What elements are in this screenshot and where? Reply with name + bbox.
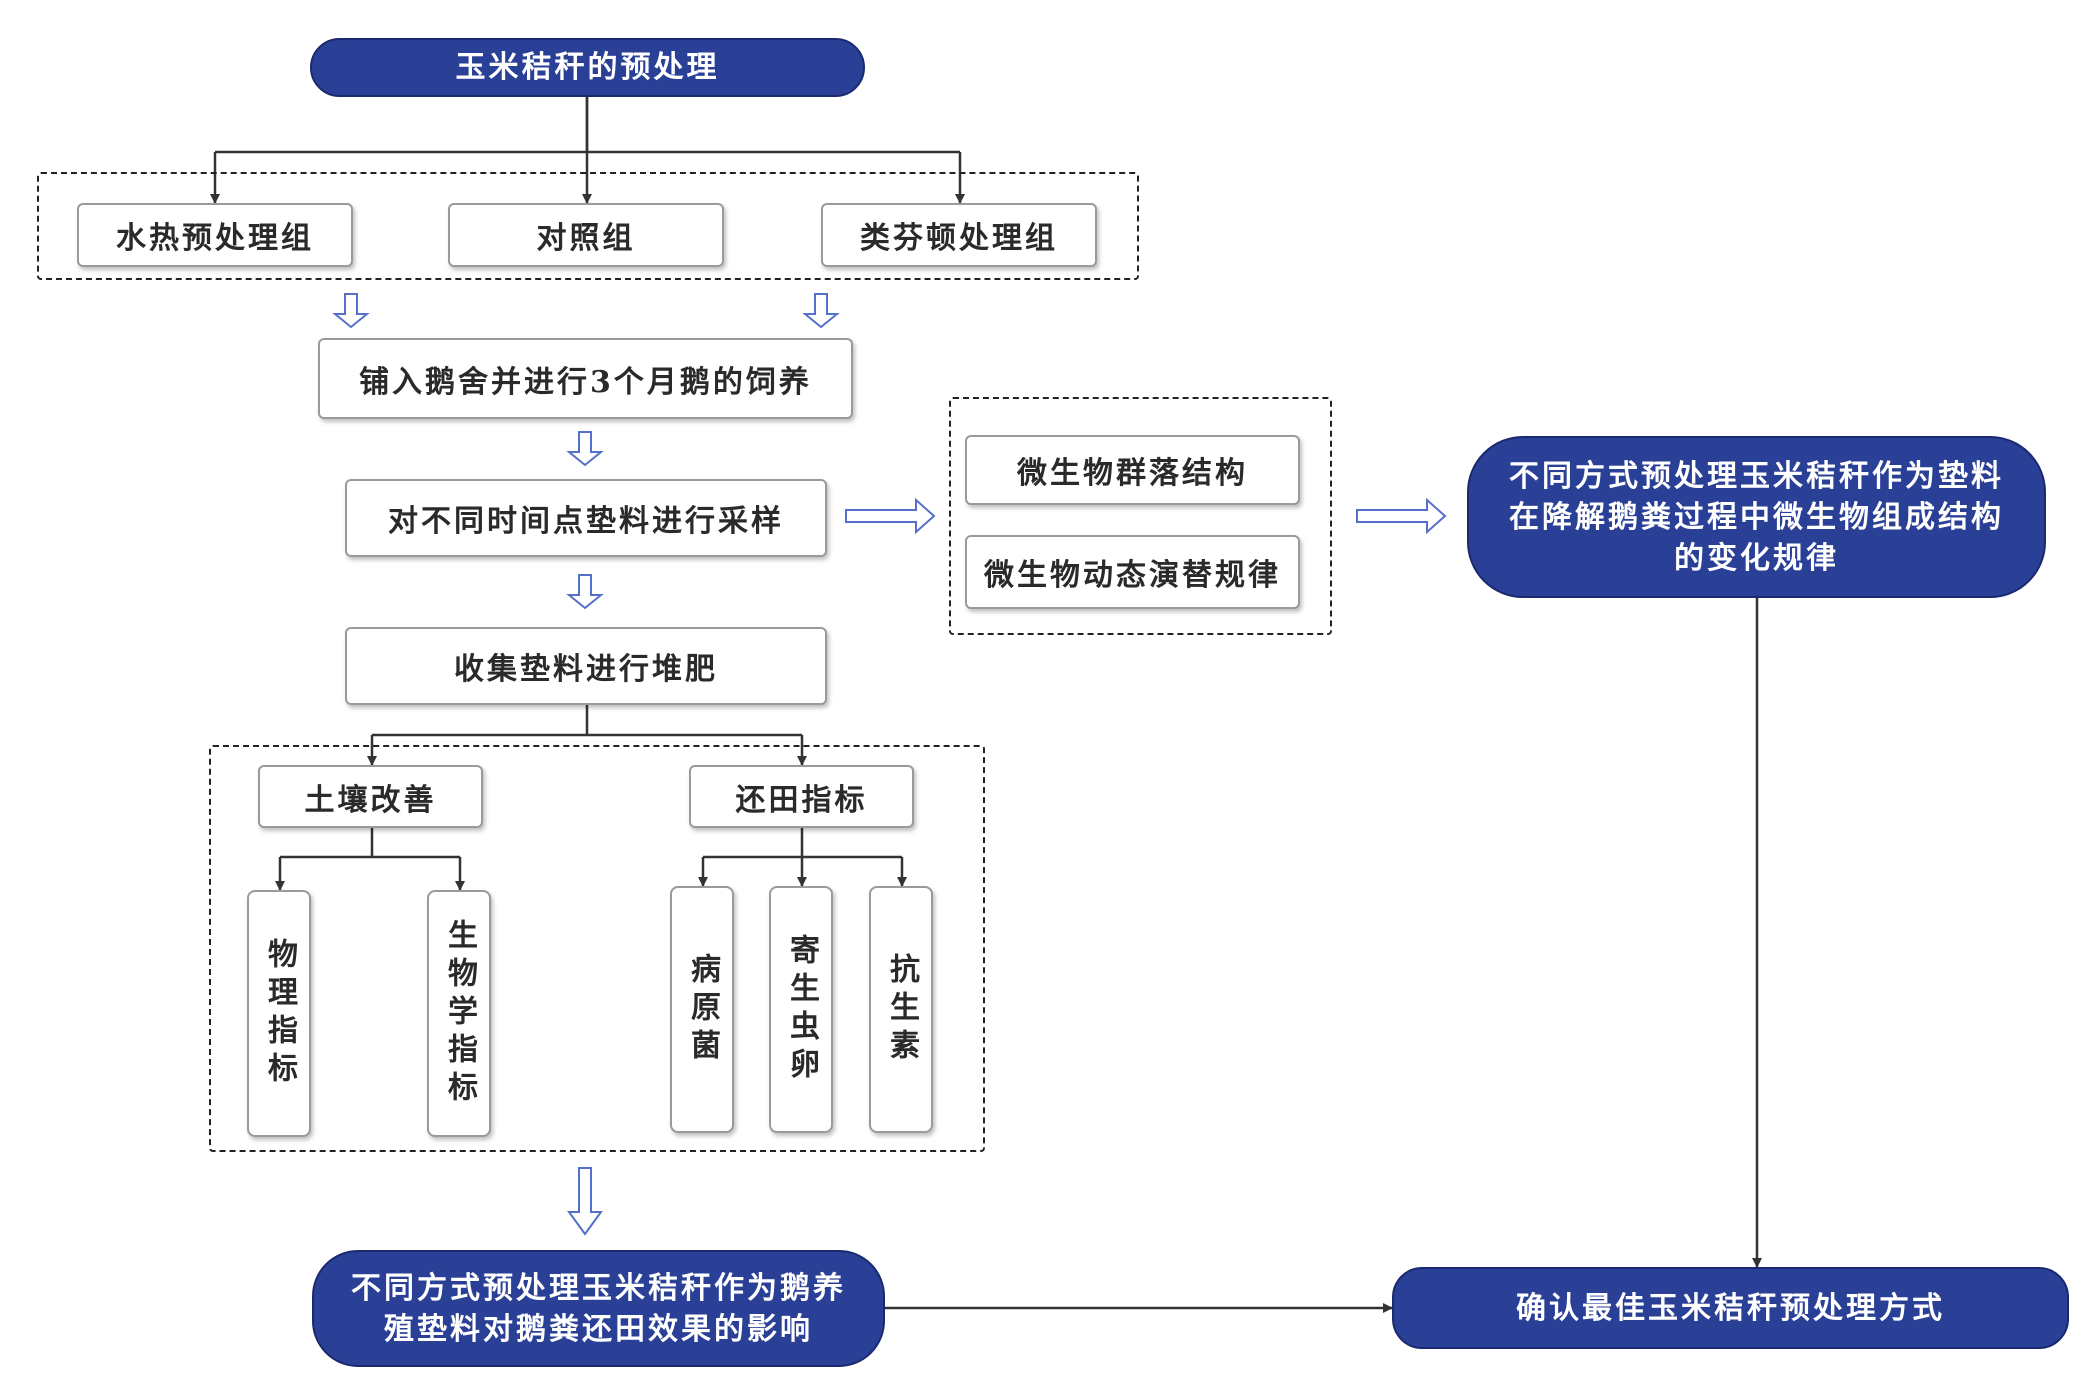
item-physical: 物理指标	[247, 890, 311, 1137]
step-compost: 收集垫料进行堆肥	[345, 627, 827, 705]
group-control: 对照组	[448, 203, 724, 267]
hollow-arrow-down-3	[566, 431, 604, 467]
branch-soil: 土壤改善	[258, 765, 483, 828]
title-node: 玉米秸秆的预处理	[310, 38, 865, 97]
indicators-container	[209, 745, 985, 1152]
step-sampling: 对不同时间点垫料进行采样	[345, 479, 827, 557]
step-feeding: 铺入鹅舍并进行3个月鹅的饲养	[318, 338, 853, 419]
groups-container	[37, 172, 1139, 280]
microbial-container	[949, 397, 1332, 635]
hollow-arrow-down-2	[802, 293, 840, 329]
hollow-arrow-right-1	[845, 497, 936, 535]
item-biological: 生物学指标	[427, 890, 491, 1137]
item-parasite-eggs: 寄生虫卵	[769, 886, 833, 1133]
connector-soil-split	[280, 828, 460, 859]
hollow-arrow-down-4	[566, 574, 604, 610]
group-fenton: 类芬顿处理组	[821, 203, 1097, 267]
microbial-result-node: 不同方式预处理玉米秸秆作为垫料在降解鹅粪过程中微生物组成结构的变化规律	[1467, 436, 2046, 598]
hollow-arrow-down-5	[567, 1167, 603, 1236]
group-hydrothermal: 水热预处理组	[77, 203, 353, 267]
field-result-node: 不同方式预处理玉米秸秆作为鹅养殖垫料对鹅粪还田效果的影响	[312, 1250, 885, 1367]
item-pathogen: 病原菌	[670, 886, 734, 1133]
branch-field: 还田指标	[689, 765, 914, 828]
microbial-community: 微生物群落结构	[965, 435, 1300, 505]
final-node: 确认最佳玉米秸秆预处理方式	[1392, 1267, 2069, 1349]
microbial-succession: 微生物动态演替规律	[965, 535, 1300, 609]
connector-compost-split	[372, 705, 802, 737]
hollow-arrow-right-2	[1356, 497, 1447, 535]
hollow-arrow-down-1	[332, 293, 370, 329]
item-antibiotics: 抗生素	[869, 886, 933, 1133]
